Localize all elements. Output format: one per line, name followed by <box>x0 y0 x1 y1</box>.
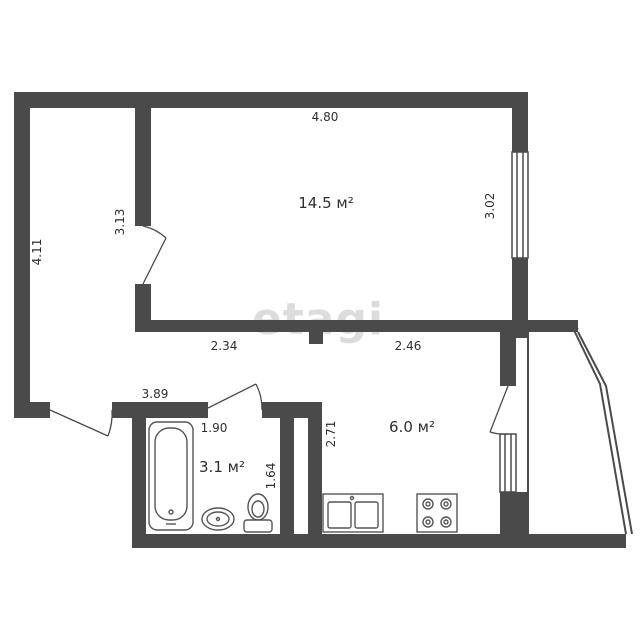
room-area: 14.5 м² <box>298 194 354 212</box>
door-room-arc <box>142 225 167 239</box>
door-entrance-arc <box>107 409 113 437</box>
door-balcony <box>489 385 509 433</box>
bathtub-icon <box>148 421 194 531</box>
wall-bottom <box>132 534 626 548</box>
balcony <box>527 325 633 535</box>
window-kitchen <box>499 433 517 493</box>
doors <box>49 225 509 437</box>
wall-bath-right <box>280 402 294 548</box>
wall-hall-bottom-right <box>112 402 208 418</box>
door-entrance <box>49 409 109 437</box>
toilet-icon <box>243 493 273 533</box>
wall-bath-left <box>132 402 146 548</box>
door-bathroom-arc <box>255 383 263 411</box>
bathroom-area: 3.1 м² <box>199 458 245 476</box>
dim-room-right: 3.02 <box>483 193 497 220</box>
wall-column <box>309 330 323 344</box>
dim-room-top: 4.80 <box>312 110 339 124</box>
wall-left-outer <box>14 92 30 418</box>
dim-room-left: 3.13 <box>113 209 127 236</box>
washbasin-icon <box>201 507 235 531</box>
wall-right-mid <box>512 258 528 338</box>
wall-right-upper <box>512 92 528 152</box>
dim-corridor-left: 2.34 <box>211 339 238 353</box>
window-room <box>511 151 529 259</box>
dim-bath-height: 1.64 <box>264 463 278 490</box>
wall-kitchen-right-upper <box>500 332 516 386</box>
walls <box>14 92 626 548</box>
door-bathroom <box>207 383 257 409</box>
wall-room-left-upper <box>135 92 151 226</box>
stove-icon <box>416 493 458 533</box>
kitchen-area: 6.0 м² <box>389 418 435 436</box>
dim-kitchen-left: 2.71 <box>324 421 338 448</box>
wall-top <box>14 92 528 108</box>
kitchen-sink-icon <box>322 493 384 533</box>
dim-corridor-right: 2.46 <box>395 339 422 353</box>
dim-hall-bottom: 3.89 <box>142 387 169 401</box>
wall-balcony-top <box>526 320 578 332</box>
door-balcony-arc <box>489 431 509 435</box>
wall-room-bottom <box>135 320 528 332</box>
door-room <box>142 237 167 285</box>
dim-bath-width: 1.90 <box>201 421 228 435</box>
wall-kitchen-left <box>308 402 322 548</box>
wall-hall-bottom-left <box>14 402 50 418</box>
dim-hall-left: 4.11 <box>30 239 44 266</box>
